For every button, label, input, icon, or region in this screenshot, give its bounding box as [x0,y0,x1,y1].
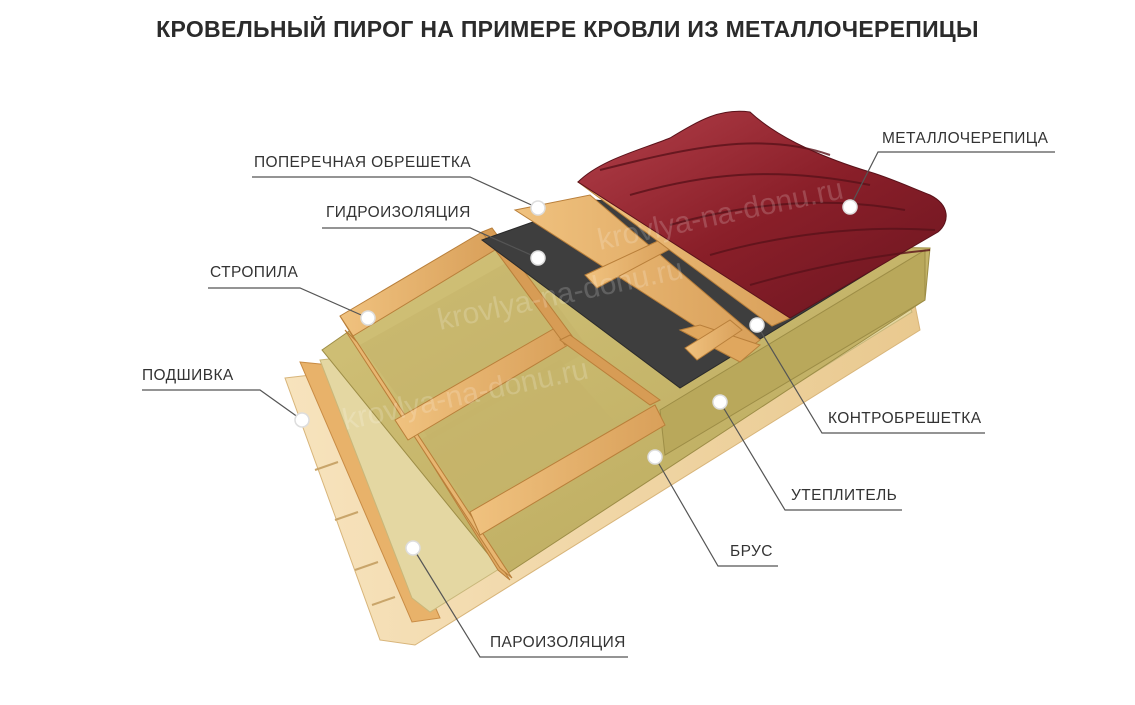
label-beam: БРУС [730,543,773,560]
page-title: КРОВЕЛЬНЫЙ ПИРОГ НА ПРИМЕРЕ КРОВЛИ ИЗ МЕ… [156,16,979,42]
label-cross-batten: ПОПЕРЕЧНАЯ ОБРЕШЕТКА [254,154,472,171]
marker-counter-batten [749,317,765,333]
label-rafters: СТРОПИЛА [210,264,299,281]
label-insulation: УТЕПЛИТЕЛЬ [791,487,898,504]
label-metal-tile: МЕТАЛЛОЧЕРЕПИЦА [882,130,1049,147]
marker-cross-batten [530,200,546,216]
label-counter-batten: КОНТРОБРЕШЕТКА [828,410,982,427]
marker-dots [294,199,858,556]
marker-rafters [360,310,376,326]
marker-metal-tile [842,199,858,215]
leader-lines [142,151,1055,658]
marker-waterproofing [530,250,546,266]
label-lining: ПОДШИВКА [142,367,234,384]
marker-insulation [712,394,728,410]
label-waterproofing: ГИДРОИЗОЛЯЦИЯ [326,204,471,221]
marker-beam [647,449,663,465]
marker-lining [294,412,310,428]
label-vapor-barrier: ПАРОИЗОЛЯЦИЯ [490,634,626,651]
marker-vapor-barrier [405,540,421,556]
